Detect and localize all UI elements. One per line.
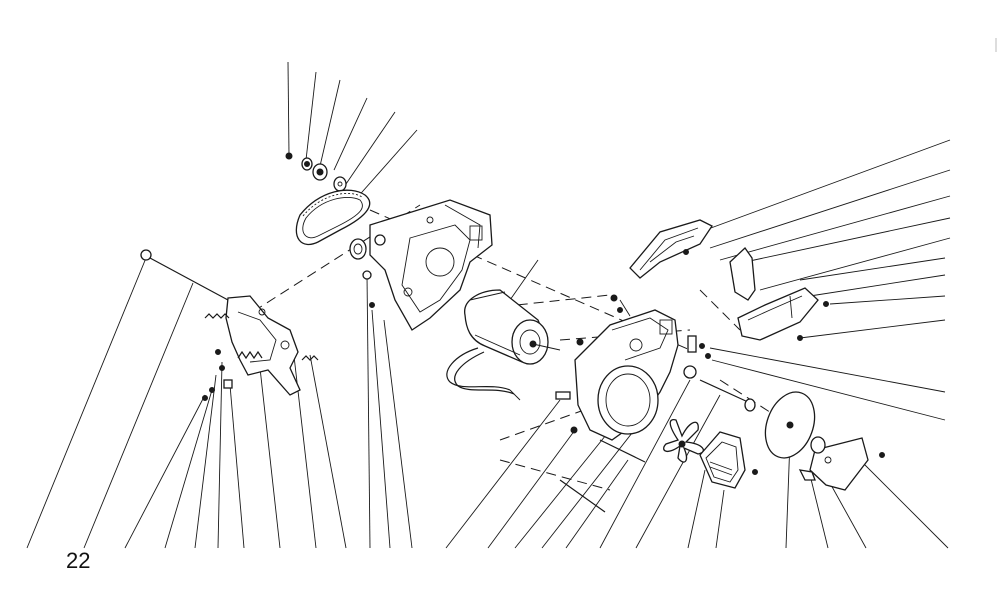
shafts	[559, 365, 756, 513]
edge-mark	[995, 38, 997, 52]
top-hardware-stack	[285, 152, 347, 192]
motor-pulley	[349, 238, 375, 308]
end-plate	[798, 436, 885, 491]
left-housing	[369, 199, 493, 331]
left-bracket	[140, 249, 319, 401]
drive-belt	[295, 189, 371, 246]
blade-guard	[699, 431, 758, 489]
mount-hardware	[687, 335, 711, 359]
fan	[663, 419, 704, 463]
saw-blade	[764, 391, 816, 459]
top-right-guard	[629, 219, 829, 341]
motor	[446, 289, 561, 401]
leader-lines	[26, 61, 951, 549]
page-label: 22	[66, 548, 91, 573]
front-housing	[555, 294, 679, 441]
